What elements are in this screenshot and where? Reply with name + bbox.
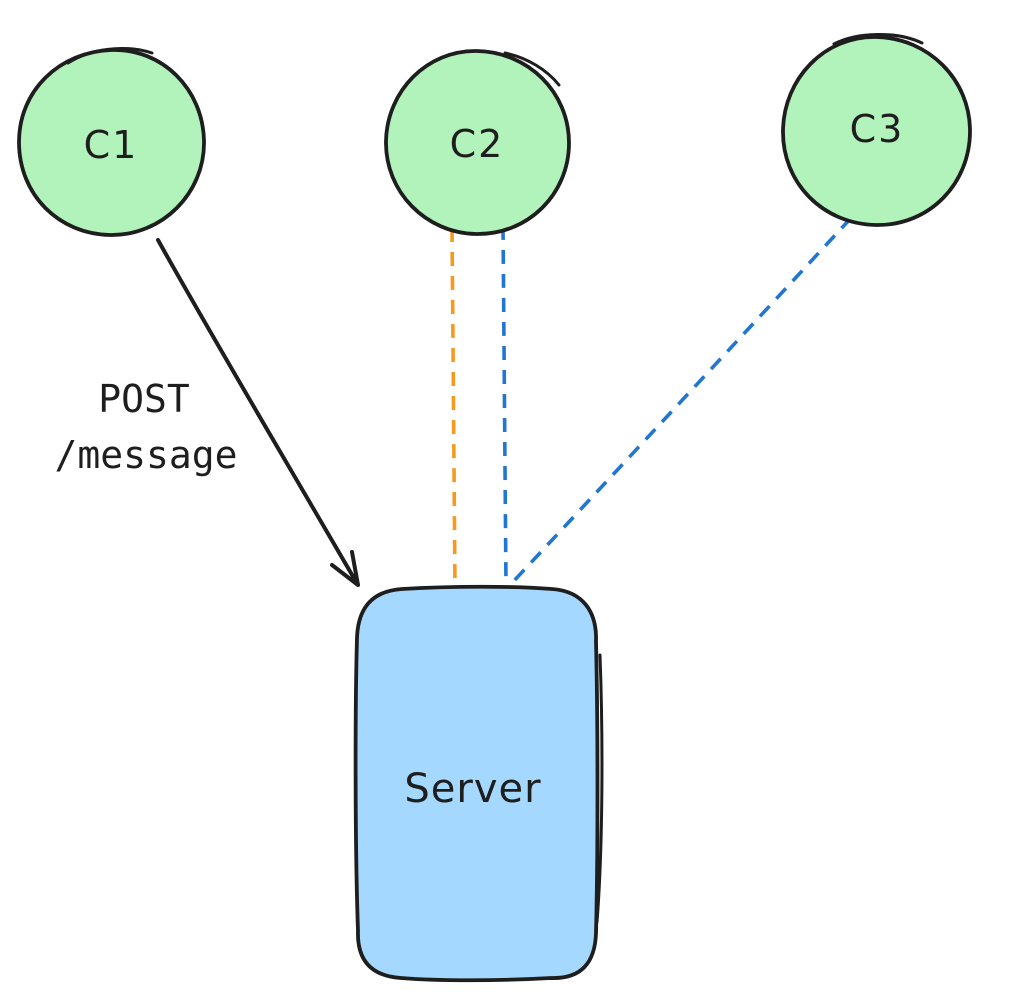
server-rect-sketch-doubled-edge bbox=[595, 653, 604, 924]
client-c2-sketch-overshoot bbox=[503, 51, 561, 87]
server-label: Server bbox=[404, 766, 541, 812]
client-c1-sketch-overshoot bbox=[66, 47, 154, 65]
arrow-c1-to-server bbox=[156, 238, 360, 587]
edge-c2-server-orange-dashed bbox=[450, 227, 457, 586]
client-node-c1: C1 bbox=[17, 47, 206, 237]
client-c2-circle bbox=[384, 49, 571, 236]
server-rect bbox=[353, 584, 600, 983]
client-c1-circle bbox=[17, 48, 206, 237]
arrow-label: POST /message bbox=[54, 377, 237, 477]
arrow-label-line2: /message bbox=[54, 433, 237, 477]
client-c3-circle bbox=[781, 35, 972, 227]
client-c2-label: C2 bbox=[450, 122, 505, 166]
edge-c3-server-blue-dashed bbox=[509, 216, 853, 586]
arrow-label-line1: POST bbox=[98, 377, 190, 421]
server-node: Server bbox=[353, 584, 604, 983]
client-c1-label: C1 bbox=[84, 123, 139, 167]
client-c3-sketch-overshoot bbox=[832, 33, 924, 46]
edge-c2-server-blue-dashed bbox=[501, 225, 508, 586]
client-c3-label: C3 bbox=[850, 107, 905, 151]
client-node-c2: C2 bbox=[384, 49, 571, 236]
client-node-c3: C3 bbox=[781, 33, 972, 227]
arrow-head bbox=[330, 550, 360, 587]
arrow-shaft bbox=[156, 238, 357, 582]
